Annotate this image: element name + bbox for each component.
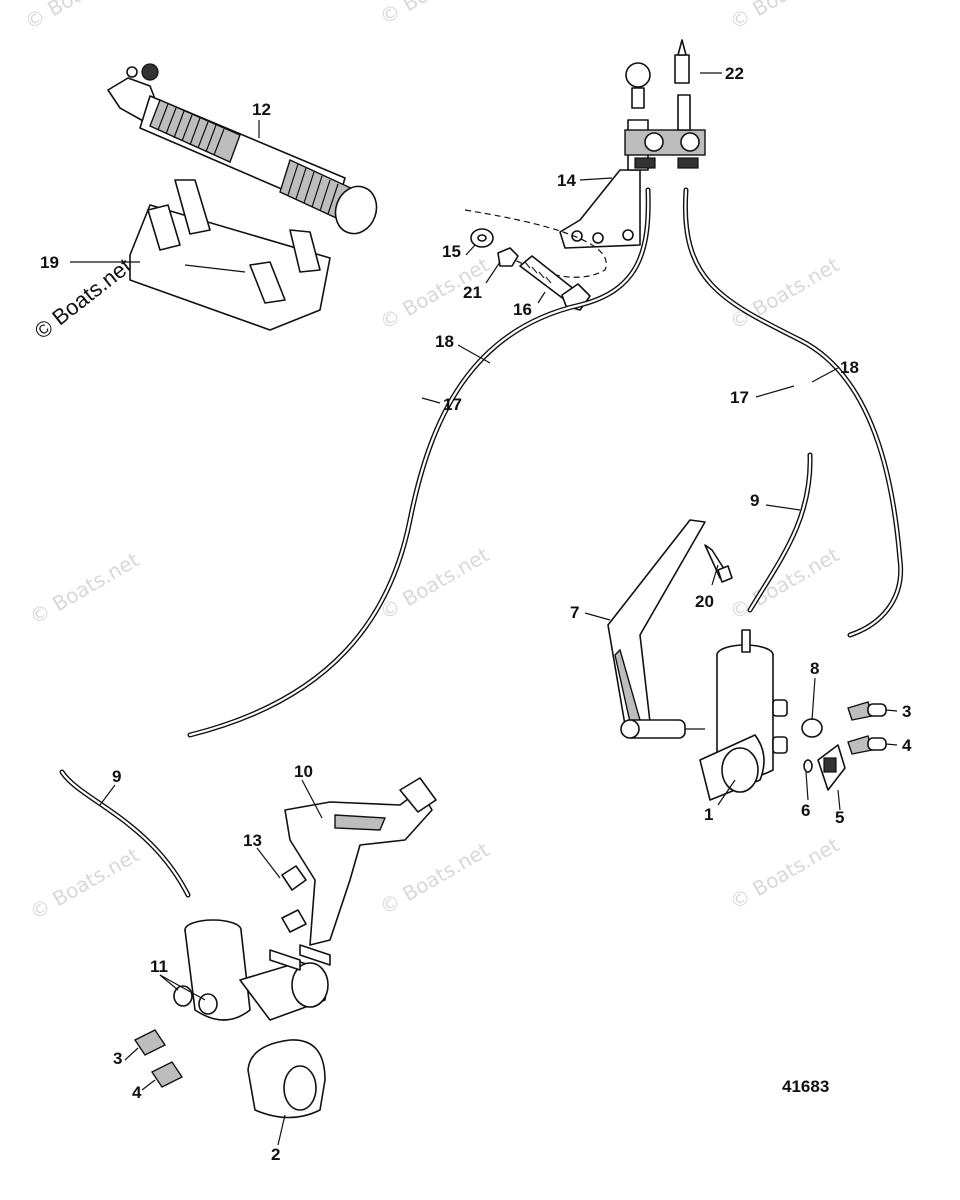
callout-7: 7 [570,603,579,622]
figure-number: 41683 [782,1077,829,1096]
callout-2: 2 [271,1145,280,1164]
watermark: © Boats.net [726,0,844,34]
leader-lines [70,72,898,1146]
right-pump-assembly [607,519,887,801]
callout-9-left: 9 [112,767,121,786]
callout-15: 15 [442,242,461,261]
hardware-15-21-16 [464,209,607,311]
callout-3-right: 3 [902,702,911,721]
callout-21: 21 [463,283,482,302]
callout-11: 11 [150,957,168,976]
callout-17-right: 17 [730,388,749,407]
callout-20: 20 [695,592,714,611]
bracket-19-part [129,179,331,331]
callout-4-left: 4 [132,1083,142,1102]
watermark: © Boats.net [26,547,144,629]
hoses-17-18 [59,187,904,898]
callout-8: 8 [810,659,819,678]
callout-16: 16 [513,300,532,319]
watermark: © Boats.net [21,0,139,34]
callout-6: 6 [801,801,810,820]
callout-3-left: 3 [113,1049,122,1068]
callout-18-right: 18 [840,358,859,377]
watermark: © Boats.net [26,842,144,924]
left-pump-assembly [133,777,437,1119]
watermark: © Boats.net [376,0,494,29]
callout-10: 10 [294,762,313,781]
callout-4-right: 4 [902,736,912,755]
callout-5: 5 [835,808,844,827]
callout-12: 12 [252,100,271,119]
valve-assembly-14 [559,39,706,249]
callout-1: 1 [704,805,713,824]
watermark: © Boats.net [726,252,844,334]
callout-18-left: 18 [435,332,454,351]
tiller-handle-part [107,63,378,235]
callout-14: 14 [557,171,576,190]
watermark: © Boats.net [376,542,494,624]
callout-19: 19 [40,253,59,272]
callout-9-right: 9 [750,491,759,510]
callout-labels: 12 19 22 14 15 21 16 18 17 18 17 9 20 7 … [40,64,912,1164]
watermark: © Boats.net [726,832,844,914]
callout-17-left: 17 [443,395,462,414]
callout-22: 22 [725,64,744,83]
callout-13: 13 [243,831,262,850]
watermark: © Boats.net [376,837,494,919]
